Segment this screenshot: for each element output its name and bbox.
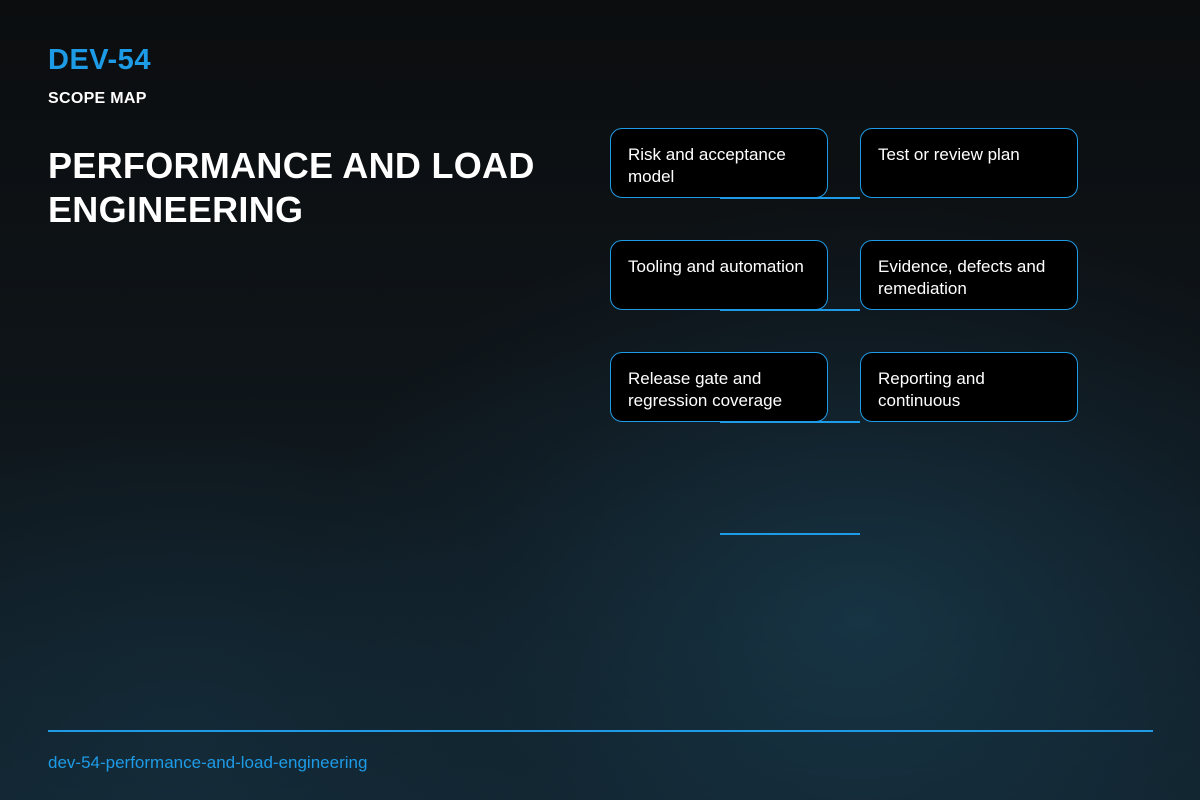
section-label: SCOPE MAP <box>48 90 147 107</box>
scope-node-evidence-defects-remediation: Evidence, defects and remediation <box>860 240 1078 310</box>
scope-node-reporting-continuous: Reporting and continuous <box>860 352 1078 422</box>
scope-node-risk-acceptance-model: Risk and acceptance model <box>610 128 828 198</box>
footer-divider <box>48 730 1153 732</box>
connector-line <box>720 197 860 199</box>
scope-node-tooling-automation: Tooling and automation <box>610 240 828 310</box>
scope-node-release-gate-regression: Release gate and regression coverage <box>610 352 828 422</box>
scope-map-diagram: Risk and acceptance model Test or review… <box>610 128 1080 548</box>
page-title: PERFORMANCE AND LOAD ENGINEERING <box>48 145 535 230</box>
connector-line <box>720 533 860 535</box>
footer-slug: dev-54-performance-and-load-engineering <box>48 753 368 772</box>
scope-node-test-review-plan: Test or review plan <box>860 128 1078 198</box>
connector-line <box>720 421 860 423</box>
connector-line <box>720 309 860 311</box>
project-code: DEV-54 <box>48 44 151 76</box>
